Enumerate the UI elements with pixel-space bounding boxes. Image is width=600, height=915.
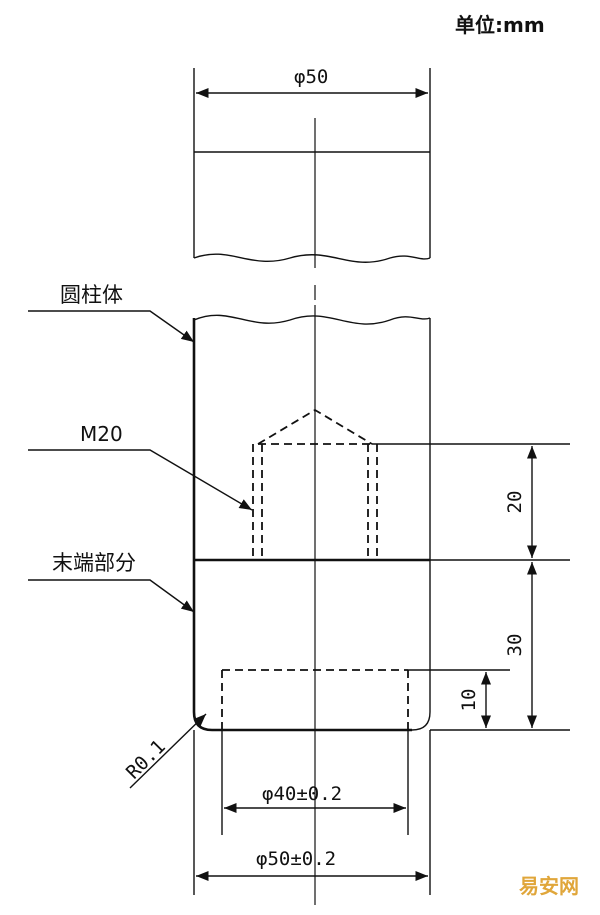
- dim-bottom-inner: φ40±0.2: [262, 783, 342, 805]
- dimension-top-diameter: φ50: [196, 66, 428, 99]
- label-thread: M20: [80, 422, 123, 446]
- watermark: 易安网: [519, 874, 579, 898]
- dimension-bottom-inner: φ40±0.2: [224, 783, 406, 814]
- callout-end-part: 末端部分: [28, 551, 195, 613]
- dim-depth-10: 10: [458, 689, 480, 712]
- dimension-20: 20: [504, 446, 538, 558]
- dim-radius: R0.1: [122, 736, 170, 784]
- dim-depth-30: 30: [504, 634, 526, 657]
- label-end-part: 末端部分: [52, 551, 136, 575]
- dimension-bottom-outer: φ50±0.2: [196, 848, 428, 882]
- extension-lines-bottom: [193, 730, 431, 895]
- label-cylinder: 圆柱体: [60, 283, 123, 307]
- extension-lines-right: [372, 443, 570, 731]
- cylinder-body: [192, 314, 431, 562]
- bottom-recess-hidden: [221, 669, 409, 730]
- thread-hole-hidden: [252, 408, 378, 560]
- dimension-30: 30: [504, 562, 538, 728]
- top-view: [193, 68, 431, 263]
- callout-cylinder: 圆柱体: [28, 283, 195, 343]
- dim-top-diameter: φ50: [294, 66, 328, 88]
- callout-thread: M20: [28, 422, 253, 511]
- dim-bottom-outer: φ50±0.2: [256, 848, 336, 870]
- dimension-10: 10: [458, 672, 492, 728]
- unit-label: 单位:mm: [455, 13, 545, 37]
- dim-depth-20: 20: [504, 491, 526, 514]
- end-part: [192, 560, 431, 732]
